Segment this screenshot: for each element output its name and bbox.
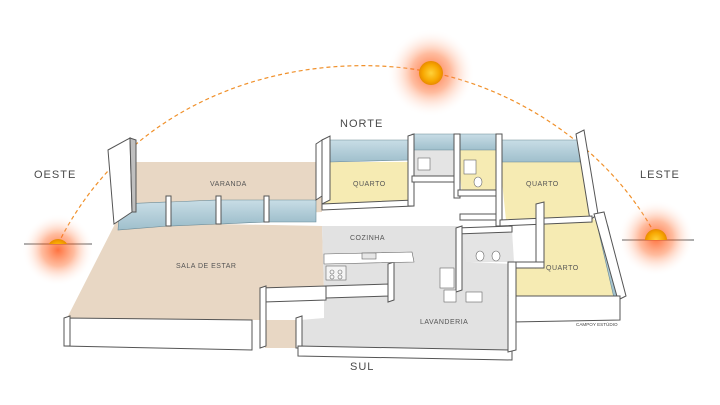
west-label: OESTE [34, 169, 76, 181]
bath-floor-3 [462, 230, 514, 262]
sun-icon [387, 29, 475, 117]
kitchen-counter [323, 251, 415, 281]
room-label-lavanderia: LAVANDERIA [420, 319, 468, 326]
room-label-quarto-1: QUARTO [353, 181, 386, 188]
north-label: NORTE [340, 118, 383, 130]
quarto-2-floor [500, 162, 594, 220]
credit-label: CAMPOY ESTÚDIO [576, 321, 618, 327]
room-label-cozinha: COZINHA [350, 235, 385, 242]
room-label-sala-de-estar: SALA DE ESTAR [176, 263, 236, 270]
room-label-varanda: VARANDA [210, 181, 247, 188]
room-label-quarto-3: QUARTO [546, 265, 579, 272]
walls [63, 129, 627, 361]
room-label-quarto-2: QUARTO [526, 181, 559, 188]
sun-icon [618, 200, 694, 276]
south-label: SUL [350, 361, 374, 373]
sun-path-arc [57, 65, 657, 245]
quarto-1-floor [322, 162, 414, 210]
east-label: LESTE [640, 169, 680, 181]
fixtures [417, 157, 501, 303]
sun-icon [22, 214, 94, 286]
bath-floor-1 [412, 150, 458, 178]
